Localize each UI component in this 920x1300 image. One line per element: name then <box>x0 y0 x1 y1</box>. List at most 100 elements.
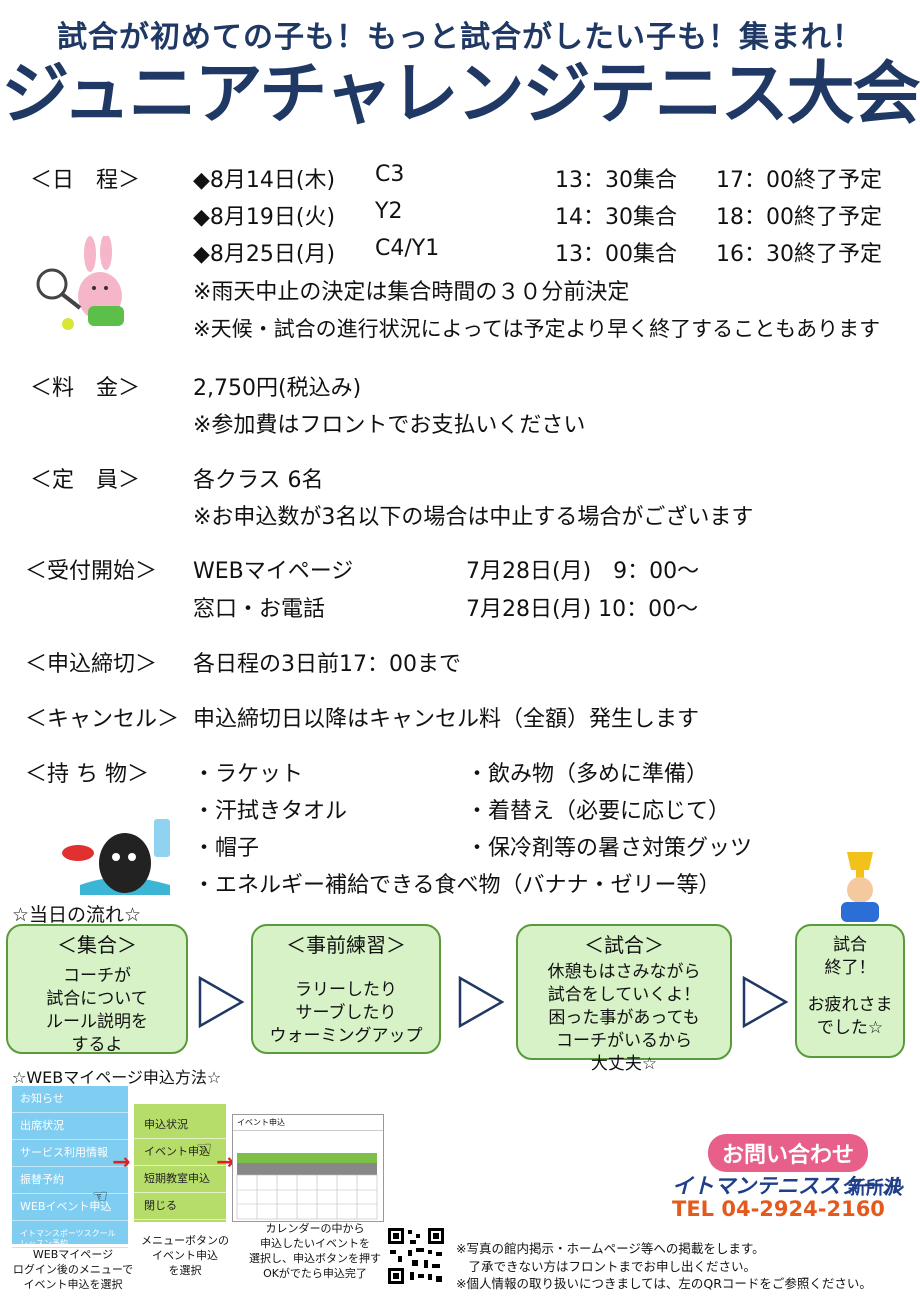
schedule-note: ※雨天中止の決定は集合時間の３０分前決定 <box>193 280 630 305</box>
flow-step-line: ウォーミングアップ <box>269 1025 423 1046</box>
flow-step-line: 大丈夫☆ <box>590 1053 658 1074</box>
flow-step-head: ＜集合＞ <box>57 933 137 957</box>
fee-note: ※参加費はフロントでお支払いください <box>193 413 586 438</box>
caption-line: イベント申込 <box>152 1248 218 1262</box>
capacity-label: ＜定 員＞ <box>30 468 141 493</box>
schedule-start: 13：00集合 <box>555 242 677 267</box>
schedule-start: 13：30集合 <box>555 168 677 193</box>
qr-code[interactable] <box>386 1226 446 1286</box>
footer-line: ※個人情報の取り扱いにつきましては、左のQRコードをご参照ください。 <box>456 1276 872 1291</box>
event-menu: 申込状況 イベント申込 短期教室申込 閉じる <box>134 1104 226 1222</box>
pointer-hand-icon: ☜ <box>196 1138 213 1159</box>
step-caption: WEBマイページ ログイン後のメニューで イベント申込を選択 <box>10 1248 136 1293</box>
schedule-date: ◆8月19日(火) <box>193 205 336 230</box>
item: ・帽子 <box>193 836 260 861</box>
schedule-label: ＜日 程＞ <box>30 168 141 193</box>
schedule-note: ※天候・試合の進行状況によっては予定より早く終了することもあります <box>193 317 881 341</box>
step-caption: カレンダーの中から 申込したいイベントを 選択し、申込ボタンを押す OKがでたら… <box>240 1222 390 1281</box>
fee-value: 2,750円(税込み) <box>193 376 362 401</box>
menu-item[interactable]: 短期教室申込 <box>134 1166 226 1193</box>
schedule-start: 14：30集合 <box>555 205 677 230</box>
flow-step-line: コーチがいるから <box>556 1030 692 1051</box>
item: ・保冷剤等の暑さ対策グッツ <box>466 836 753 861</box>
subtitle: 試合が初めての子も！もっと試合がしたい子も！集まれ！ <box>57 20 863 55</box>
flow-arrow-icon <box>742 976 788 1028</box>
caption-line: を選択 <box>168 1263 202 1277</box>
flow-step-finish: 試合 終了！ お疲れさま でした☆ <box>795 924 905 1058</box>
caption-line: イベント申込を選択 <box>23 1277 123 1291</box>
trophy-kid-illustration <box>841 852 879 922</box>
flow-step-line: ルール説明を <box>46 1011 148 1032</box>
caption-line: カレンダーの中から <box>265 1222 365 1235</box>
calendar-screen: イベント申込 <box>232 1114 384 1222</box>
deadline-value: 各日程の3日前17：00まで <box>193 652 461 677</box>
footer-line: 了承できない方はフロントまでお申し出ください。 <box>456 1258 757 1274</box>
schedule-end: 17：00終了予定 <box>716 168 882 193</box>
capacity-value: 各クラス 6名 <box>193 468 324 493</box>
flow-step-line: コーチが <box>63 966 131 986</box>
branch-name: 新所沢 <box>848 1178 902 1199</box>
flow-step-line: ラリーしたり <box>295 980 397 1000</box>
flow-title: ☆当日の流れ☆ <box>12 904 142 926</box>
flow-step-line: サーブしたり <box>295 1002 397 1023</box>
schedule-end: 18：00終了予定 <box>716 205 882 230</box>
menu-item-event-apply[interactable]: イベント申込 <box>134 1139 226 1166</box>
item: ・飲み物（多めに準備） <box>466 762 709 787</box>
reception-time: 7月28日(月) 9：00～ <box>466 559 700 584</box>
menu-item[interactable]: サービス利用情報 <box>12 1140 128 1167</box>
reception-time: 7月28日(月) 10：00～ <box>466 597 699 622</box>
footer-line: ※写真の館内掲示・ホームページ等への掲載をします。 <box>456 1241 765 1256</box>
calendar-grid[interactable] <box>233 1131 381 1221</box>
flow-step-gather: ＜集合＞ コーチが 試合について ルール説明を するよ <box>6 924 188 1055</box>
item: ・エネルギー補給できる食べ物（バナナ・ゼリー等） <box>193 873 721 898</box>
red-arrow-icon: → <box>216 1150 235 1175</box>
calendar-title: イベント申込 <box>233 1115 383 1131</box>
reception-label: ＜受付開始＞ <box>25 559 158 584</box>
caption-line: 申込したいイベントを <box>260 1236 370 1250</box>
menu-item[interactable]: イトマンスポーツスクールレッスン予約 <box>12 1221 128 1248</box>
phone-number[interactable]: TEL 04-2924-2160 <box>672 1197 885 1221</box>
school-name: イトマンテニススクール <box>672 1174 903 1198</box>
caption-line: メニューボタンの <box>141 1234 229 1247</box>
menu-item-web-event[interactable]: WEBイベント申込 <box>12 1194 128 1221</box>
reception-method: 窓口・お電話 <box>193 597 326 622</box>
flow-arrow-icon <box>198 976 244 1028</box>
flow-step-line: 終了！ <box>824 957 876 978</box>
flow-step-line: でした☆ <box>816 1017 884 1038</box>
menu-item[interactable]: 申込状況 <box>134 1112 226 1139</box>
flow-step-line: 休憩もはさみながら <box>547 962 701 982</box>
schedule-court: C4/Y1 <box>375 236 440 261</box>
caption-line: WEBマイページ <box>32 1248 114 1261</box>
flow-step-line: するよ <box>71 1034 123 1055</box>
mypage-menu: お知らせ 出席状況 サービス利用情報 振替予約 WEBイベント申込 イトマンスポ… <box>12 1086 128 1248</box>
capacity-note: ※お申込数が3名以下の場合は中止する場合がございます <box>193 505 754 530</box>
schedule-court: C3 <box>375 162 405 187</box>
web-title: ☆WEBマイページ申込方法☆ <box>12 1068 222 1087</box>
schedule-date: ◆8月14日(木) <box>193 168 336 193</box>
flow-step-practice: ＜事前練習＞ ラリーしたり サーブしたり ウォーミングアップ <box>251 924 441 1054</box>
items-label: ＜持 ち 物＞ <box>25 762 149 787</box>
rabbit-tennis-illustration <box>36 236 124 330</box>
contact-badge: お問い合わせ <box>708 1134 869 1172</box>
caption-line: ログイン後のメニューで <box>12 1262 134 1276</box>
flow-step-line: 試合をしていくよ！ <box>547 984 701 1005</box>
red-arrow-icon: → <box>112 1150 131 1175</box>
menu-item[interactable]: お知らせ <box>12 1086 128 1113</box>
item: ・汗拭きタオル <box>193 799 348 824</box>
flow-step-line: お疲れさま <box>807 994 893 1015</box>
flow-arrow-icon <box>458 976 504 1028</box>
footer-notes: ※写真の館内掲示・ホームページ等への掲載をします。 了承できない方はフロントまで… <box>456 1240 872 1293</box>
flow-step-head: ＜事前練習＞ <box>286 933 406 957</box>
flow-step-line: 試合について <box>46 988 148 1009</box>
flow-step-head: ＜試合＞ <box>584 933 664 957</box>
step-caption: メニューボタンの イベント申込 を選択 <box>130 1234 240 1279</box>
pointer-hand-icon: ☜ <box>92 1186 109 1207</box>
schedule-date: ◆8月25日(月) <box>193 242 336 267</box>
menu-item[interactable]: 閉じる <box>134 1193 226 1220</box>
cancel-value: 申込締切日以降はキャンセル料（全額）発生します <box>193 707 700 732</box>
flow-step-line: 困った事があっても <box>548 1007 700 1028</box>
menu-item[interactable]: 出席状況 <box>12 1113 128 1140</box>
schedule-court: Y2 <box>375 199 403 224</box>
item: ・着替え（必要に応じて） <box>466 799 731 824</box>
menu-item[interactable]: 振替予約 <box>12 1167 128 1194</box>
